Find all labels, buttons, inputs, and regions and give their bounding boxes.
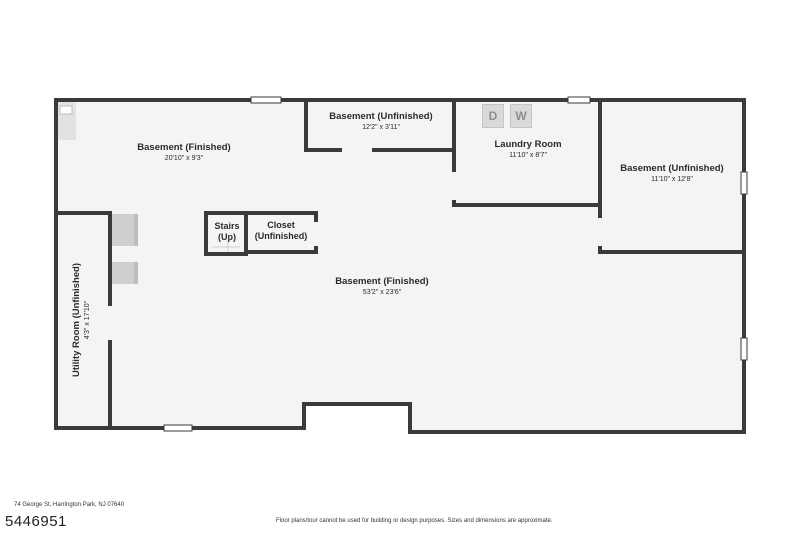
- wall-unfinished-small: [304, 98, 456, 152]
- window: [163, 424, 193, 432]
- window: [250, 96, 282, 104]
- furnace-shade: [134, 262, 138, 284]
- room-label-finished-top: Basement (Finished)20'10" x 9'3": [137, 142, 231, 162]
- room-label-stairs: Stairs (Up): [214, 221, 240, 242]
- stair-treads: [212, 240, 240, 252]
- room-label-finished-main: Basement (Finished)53'2" x 23'6": [335, 276, 429, 296]
- room-label-closet: Closet (Unfinished): [254, 220, 308, 241]
- room-label-unfinished-small: Basement (Unfinished)12'2" x 3'11": [329, 111, 433, 131]
- dryer-icon: D: [482, 104, 504, 128]
- listing-id: 5446951: [5, 513, 67, 530]
- address-text: 74 George St, Harrington Park, NJ 07640: [14, 502, 125, 508]
- room-label-utility: Utility Room (Unfinished)4'3" x 17'10": [71, 263, 91, 377]
- window: [740, 171, 748, 195]
- window: [740, 337, 748, 361]
- water-heater: [112, 214, 138, 246]
- disclaimer-text: Floor plans/tour cannot be used for buil…: [276, 518, 553, 524]
- outer-wall: [54, 98, 746, 434]
- washer-icon: W: [510, 104, 532, 128]
- water-heater-shade: [134, 214, 138, 246]
- room-label-unfinished-right: Basement (Unfinished)11'10" x 12'8": [620, 163, 724, 183]
- window: [567, 96, 591, 104]
- furnace: [112, 262, 138, 284]
- sink-basin: [59, 105, 73, 115]
- floor-area: [56, 100, 744, 432]
